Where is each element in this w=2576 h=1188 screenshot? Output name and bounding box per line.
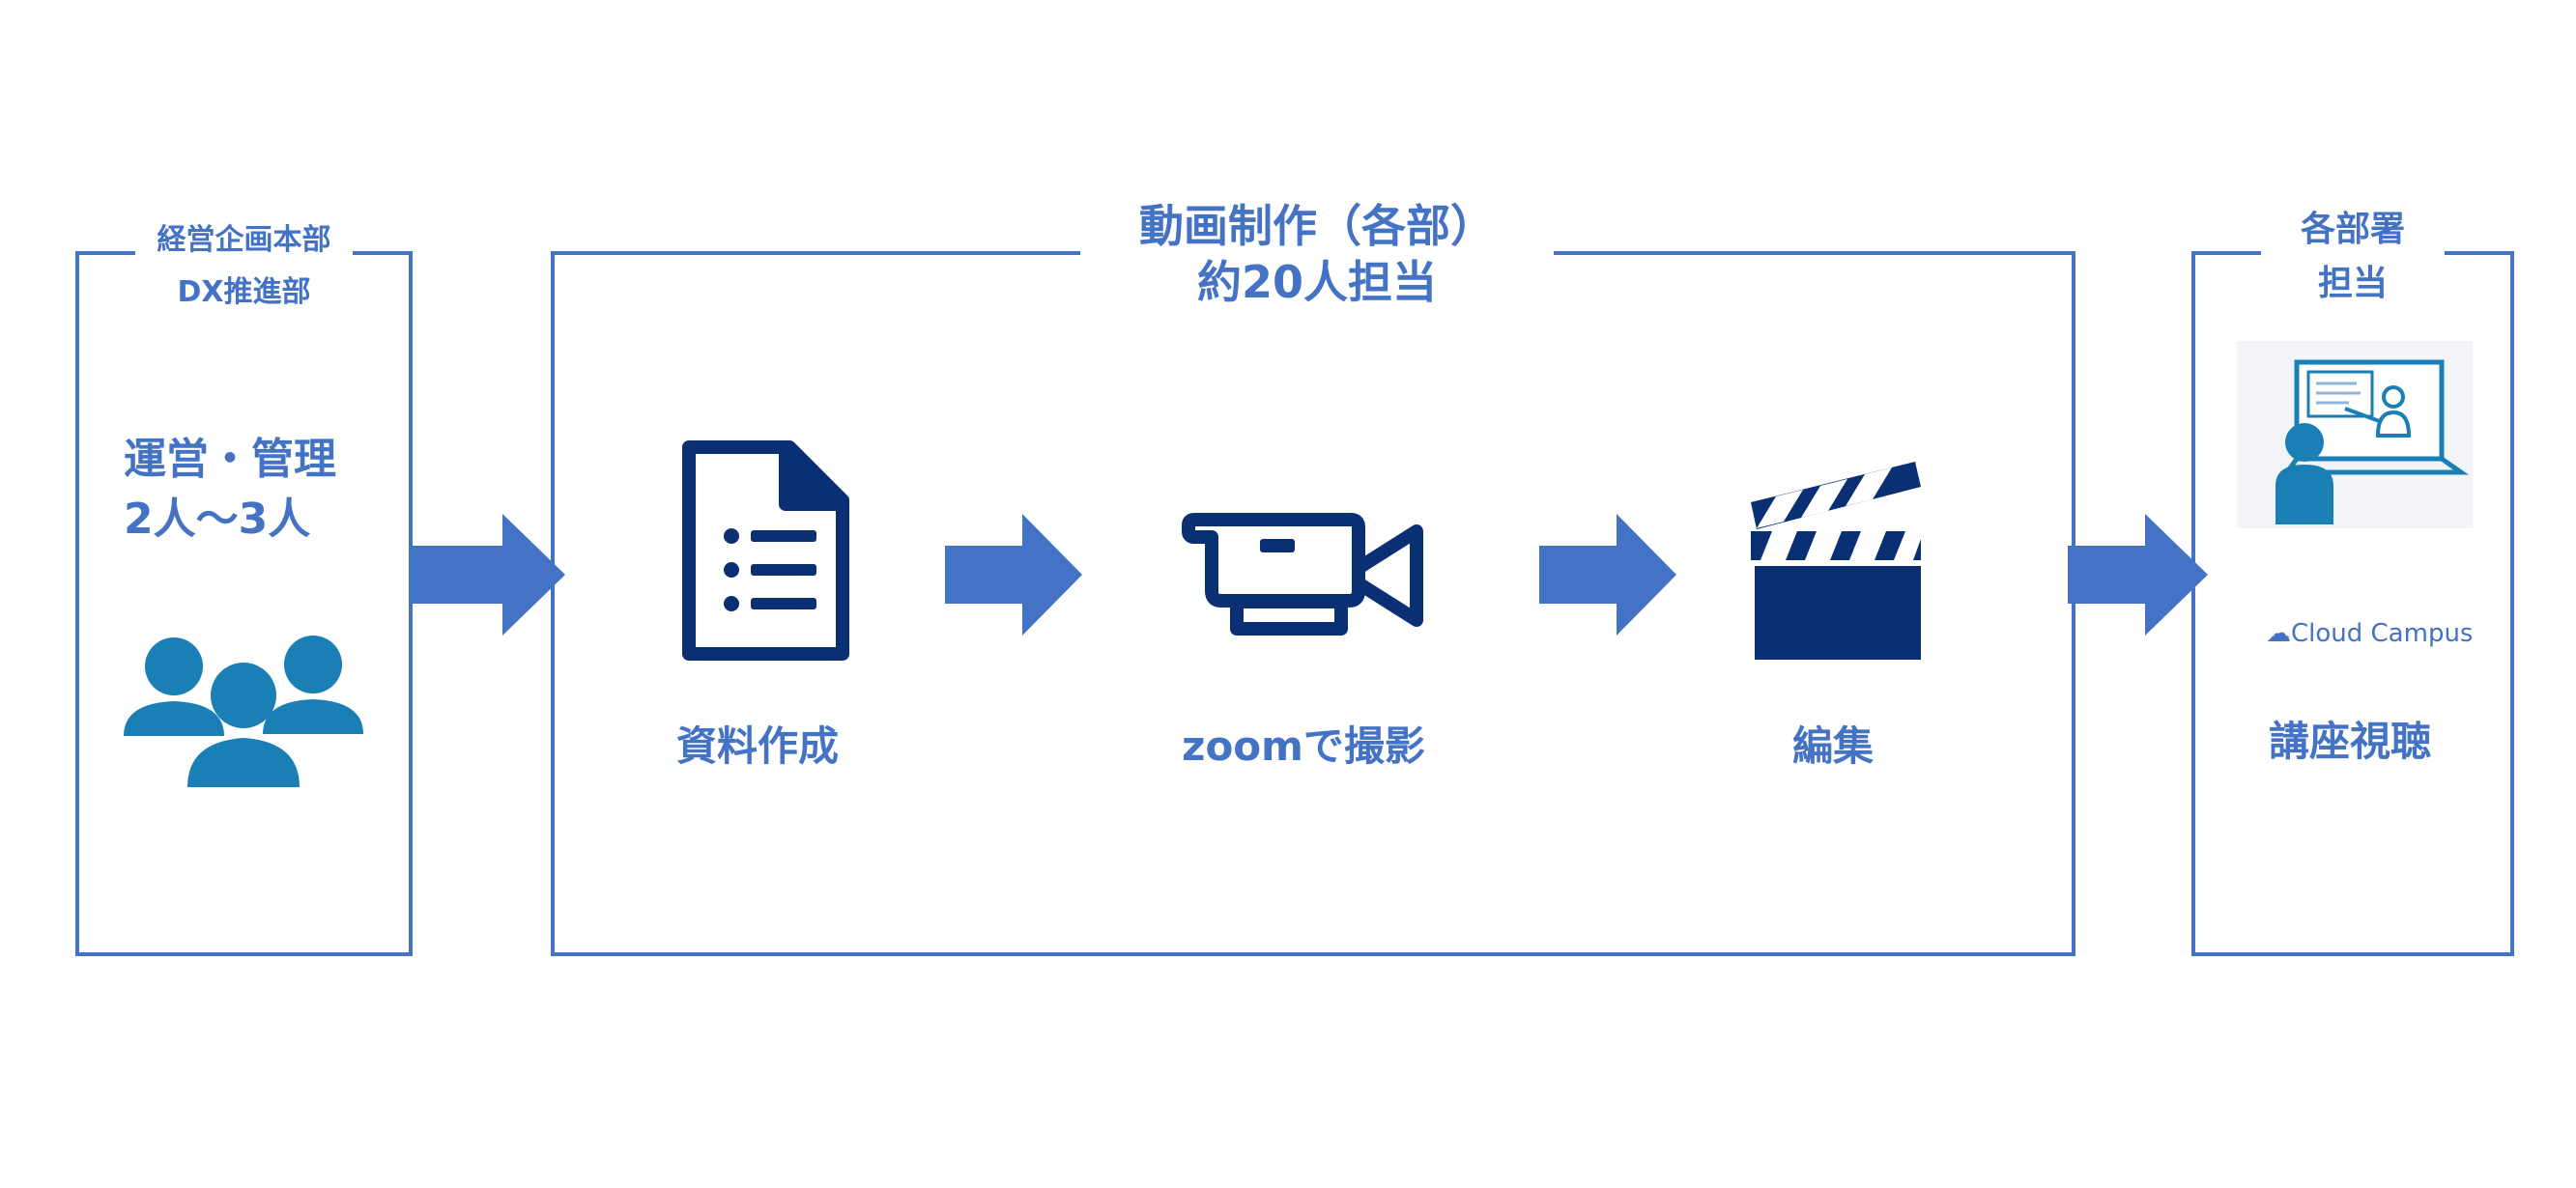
flow-arrow-1 (411, 514, 565, 636)
left-box-title: 経営企画本部 DX推進部 (135, 214, 353, 319)
flow-arrow-3 (1539, 514, 1676, 636)
document-icon (682, 440, 849, 661)
people-group-icon (124, 636, 363, 787)
video-camera-icon (1182, 513, 1423, 636)
right-box-title: 各部署 担当 (2261, 203, 2445, 311)
left-stage-box (75, 251, 413, 956)
center-box-title-line1: 動画制作（各部） (1139, 200, 1495, 252)
left-role-line1: 運営・管理 (124, 435, 336, 484)
center-box-title-line2: 約20人担当 (1196, 256, 1437, 308)
cloud-campus-logo: ☁Cloud Campus (2266, 616, 2473, 651)
right-action-label: 講座視聴 (2269, 718, 2432, 765)
center-box-title: 動画制作（各部） 約20人担当 (1080, 198, 1554, 310)
right-box-title-line1: 各部署 (2300, 210, 2405, 249)
step-label-edit: 編集 (1792, 722, 1875, 770)
left-role-label: 運営・管理 2人～3人 (124, 430, 336, 550)
left-box-title-line1: 経営企画本部 (157, 223, 331, 257)
left-box-title-line2: DX推進部 (177, 275, 311, 309)
cloud-campus-logo-text: Cloud Campus (2291, 619, 2474, 648)
flow-arrow-2 (945, 514, 1082, 636)
step-label-document: 資料作成 (676, 722, 840, 770)
online-lecture-icon (2237, 341, 2473, 528)
left-role-line2: 2人～3人 (124, 495, 311, 544)
flow-arrow-4 (2068, 514, 2208, 636)
clapperboard-icon (1751, 462, 1921, 660)
cloud-logo-icon: ☁ (2266, 619, 2291, 648)
right-box-title-line2: 担当 (2317, 264, 2388, 303)
step-label-video: zoomで撮影 (1182, 722, 1425, 770)
